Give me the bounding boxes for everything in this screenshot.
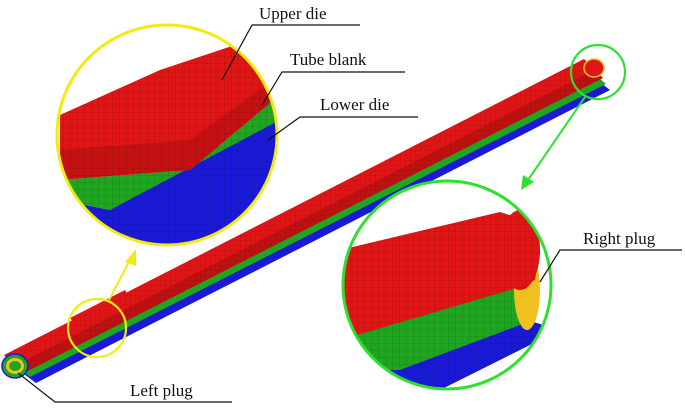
lower-die-leader (267, 116, 418, 141)
tube-blank-leader (261, 71, 405, 106)
left-plug-end (1, 353, 29, 379)
right-plug-leader (539, 249, 682, 283)
left-region-marker (66, 297, 128, 359)
lower-die-label: Lower die (320, 95, 389, 114)
left-plug-leader (17, 372, 232, 403)
leader-lines (17, 24, 682, 403)
upper-die-label: Upper die (259, 4, 327, 23)
upper-die-leader (221, 24, 360, 81)
right-zoom-view (341, 179, 553, 391)
tube-blank-label: Tube blank (290, 50, 367, 69)
left-zoom-arrow (108, 249, 136, 301)
right-plug-label: Right plug (583, 229, 656, 248)
tube-assembly (1, 58, 610, 383)
right-region-marker (569, 43, 627, 101)
right-end-cap (583, 58, 605, 78)
right-zoom-arrow (521, 96, 586, 190)
left-plug-label: Left plug (130, 381, 193, 400)
